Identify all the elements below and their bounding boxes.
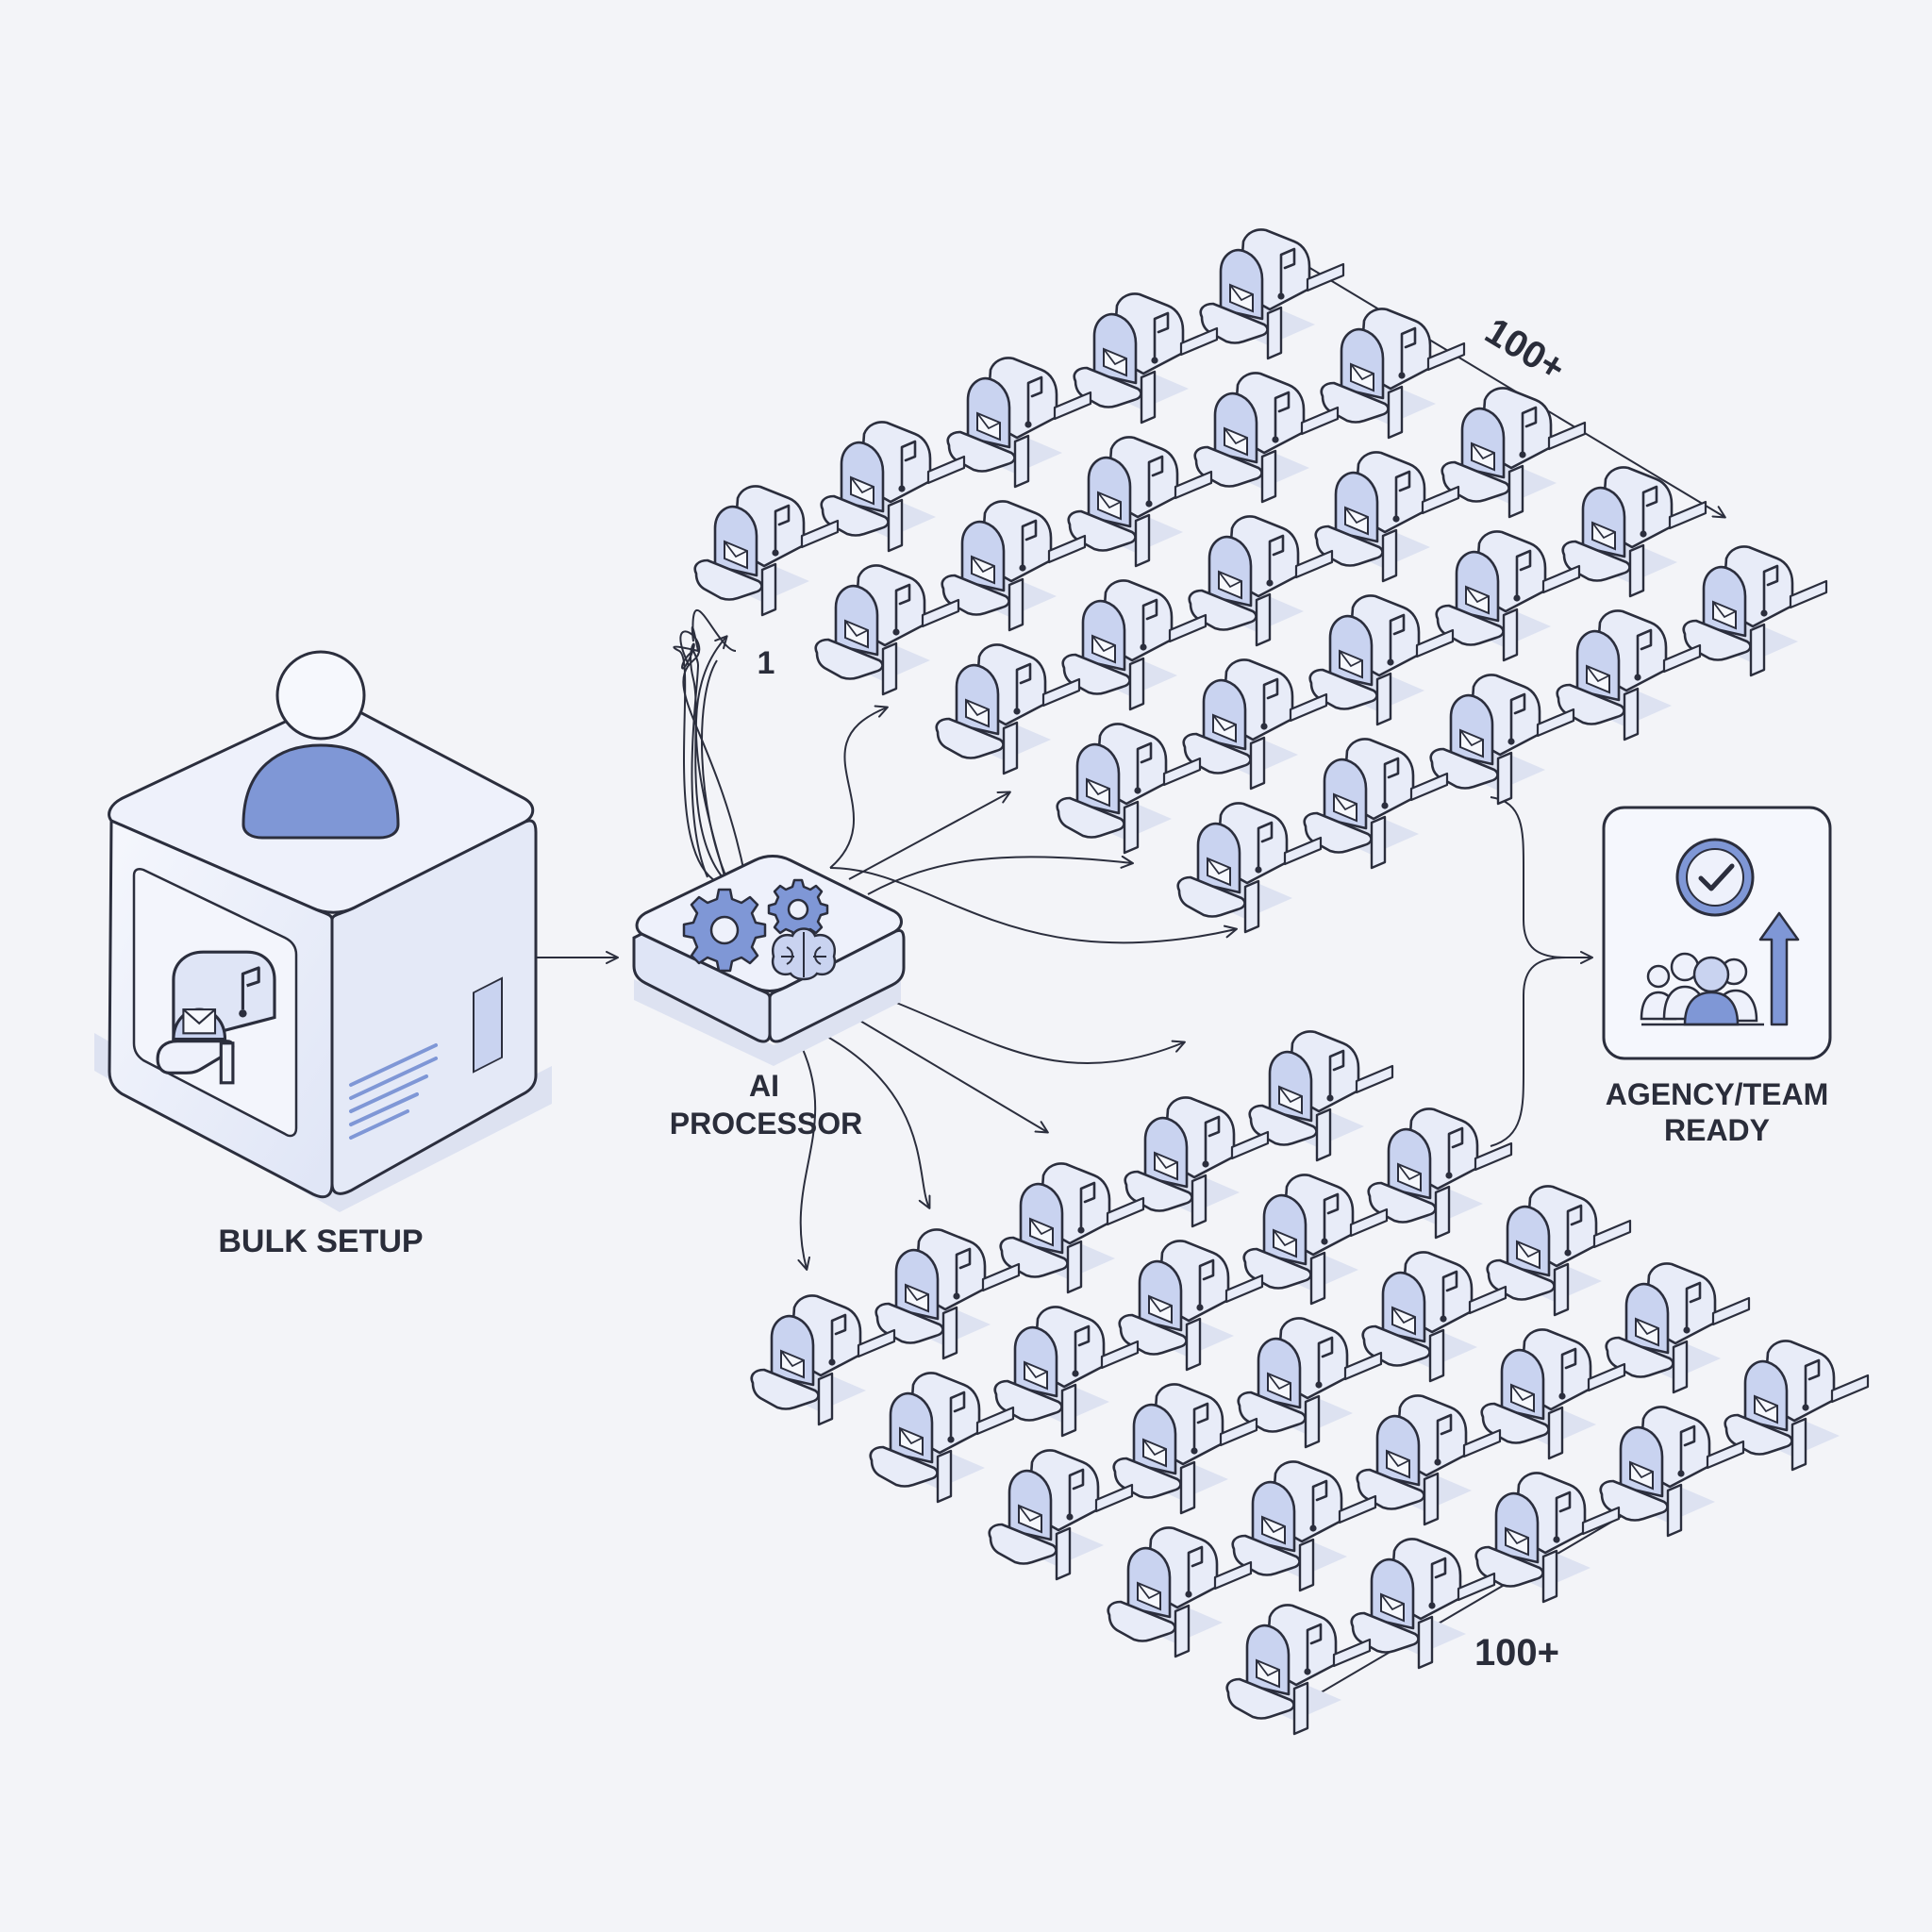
mailbox-icon <box>1605 1262 1751 1394</box>
top-count-arrow <box>1265 241 1726 519</box>
brain-icon <box>771 927 837 981</box>
mailbox-icon <box>988 1449 1134 1581</box>
ai-processor-label-line2: PROCESSOR <box>670 1107 862 1141</box>
mailbox-icon <box>1435 530 1581 662</box>
arrow-ai-to-first <box>681 642 727 883</box>
mailbox-icon <box>1429 674 1575 806</box>
mailbox-icon <box>1073 292 1219 425</box>
ai-processor-node: AI PROCESSOR <box>632 855 906 1141</box>
mailbox-icon <box>935 643 1081 775</box>
mailbox-icon <box>1350 1538 1496 1670</box>
mailbox-icon <box>1061 579 1208 711</box>
agency-label-line2: READY <box>1664 1113 1770 1147</box>
mailbox-icon <box>999 1162 1145 1294</box>
arrow-up-icon <box>1758 911 1800 1026</box>
arrow-fan-8 <box>820 1032 931 1209</box>
arrow-fan-7 <box>848 1013 1049 1134</box>
flow-connectors <box>534 241 1726 1711</box>
document-lines-icon <box>349 1043 438 1140</box>
arrow-fan-4 <box>867 855 1134 895</box>
mailbox-icon <box>1107 1526 1253 1658</box>
arrow-fan-start <box>694 635 728 883</box>
mailbox-icon <box>1225 1604 1372 1736</box>
mailbox-icon <box>869 1372 1015 1504</box>
mailbox-icon <box>1599 1406 1745 1538</box>
arrow-ai-to-top-1 <box>673 608 737 883</box>
arrow-fan-5 <box>829 867 1238 944</box>
arrow-fan-2 <box>829 705 889 869</box>
mailbox-icon <box>1182 658 1328 791</box>
bottom-count-label: 100+ <box>1474 1632 1559 1674</box>
arrow-to-start-row <box>691 650 708 878</box>
mailbox-icon <box>1682 545 1828 677</box>
mailbox-icon <box>156 950 276 1085</box>
team-icon <box>1640 952 1764 1026</box>
mailbox-icon <box>814 564 960 696</box>
mailbox-icon <box>1724 1340 1870 1472</box>
arrow-fan-9 <box>797 1046 817 1271</box>
arrow-fan-6 <box>876 994 1186 1064</box>
mailbox-icon <box>693 485 840 617</box>
mailbox-icon <box>1303 738 1449 870</box>
mailbox-icon <box>1561 466 1707 598</box>
mailbox-icon <box>1193 372 1340 504</box>
agency-team-ready-node: AGENCY/TEAM READY <box>1602 806 1832 1147</box>
arrow-bottom-to-merge <box>1490 957 1567 1147</box>
mailbox-icon <box>1231 1460 1377 1592</box>
mailbox-icon <box>1056 723 1202 855</box>
mailbox-icon <box>1367 1108 1513 1240</box>
mailbox-icon <box>1112 1383 1258 1515</box>
mailbox-icon <box>1441 387 1587 519</box>
mailbox-icon <box>1308 594 1455 726</box>
mailbox-icon <box>820 421 966 553</box>
ai-processor-label-line1: AI <box>749 1069 779 1103</box>
mailbox-icon <box>1124 1096 1270 1228</box>
mailbox-icon <box>1188 515 1334 647</box>
gear-icon <box>682 888 767 973</box>
check-circle-icon <box>1675 838 1755 917</box>
mailbox-icon <box>1486 1185 1632 1317</box>
agency-label-line1: AGENCY/TEAM <box>1606 1077 1828 1111</box>
mailbox-icon <box>1474 1472 1621 1604</box>
mailbox-grid-top <box>693 228 1828 934</box>
mailbox-grid-bottom <box>750 1030 1870 1736</box>
person-icon <box>242 650 400 840</box>
mailbox-icon <box>1242 1174 1389 1306</box>
bulk-setup-node: BULK SETUP <box>94 650 552 1259</box>
bulk-setup-label: BULK SETUP <box>218 1224 423 1259</box>
bottom-count-arrow <box>1290 1498 1651 1711</box>
mailbox-icon <box>1480 1328 1626 1460</box>
mailbox-icon <box>1237 1317 1383 1449</box>
mailbox-icon <box>874 1228 1021 1360</box>
arrow-fan-3 <box>848 791 1011 880</box>
mailbox-icon <box>1248 1030 1394 1162</box>
mailbox-icon <box>1176 802 1323 934</box>
mailbox-icon <box>993 1306 1140 1438</box>
start-index-label: 1 <box>758 645 775 681</box>
arrow-top-to-merge <box>1490 796 1567 958</box>
mailbox-icon <box>750 1294 896 1426</box>
mailbox-icon <box>1320 308 1466 440</box>
